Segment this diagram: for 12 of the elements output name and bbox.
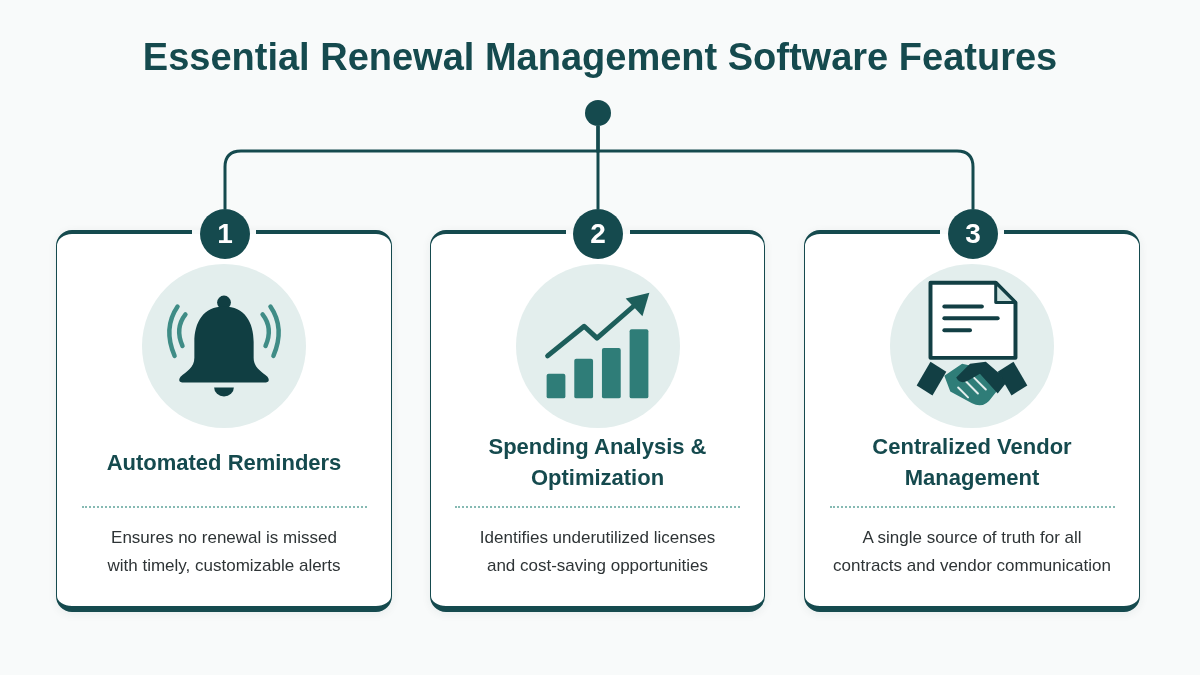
- feature-heading: Automated Reminders: [106, 448, 342, 477]
- feature-description: Ensures no renewal is missed with timely, customizable alerts: [106, 527, 342, 577]
- feature-description: Identifies underutilized licenses and cost-saving opportunities: [478, 527, 717, 577]
- feature-heading: Centralized Vendor Management: [871, 433, 1073, 492]
- step-number: 1: [200, 209, 250, 259]
- step-number: 2: [573, 209, 623, 259]
- junction-dot: [585, 100, 611, 126]
- feature-heading: Spending Analysis & Optimization: [487, 433, 708, 492]
- connector-line: [596, 126, 975, 209]
- step-number: 3: [948, 209, 998, 259]
- feature-description: A single source of truth for all contracts and vendor communication: [832, 527, 1112, 577]
- title: Essential Renewal Management Software Features: [141, 35, 1059, 80]
